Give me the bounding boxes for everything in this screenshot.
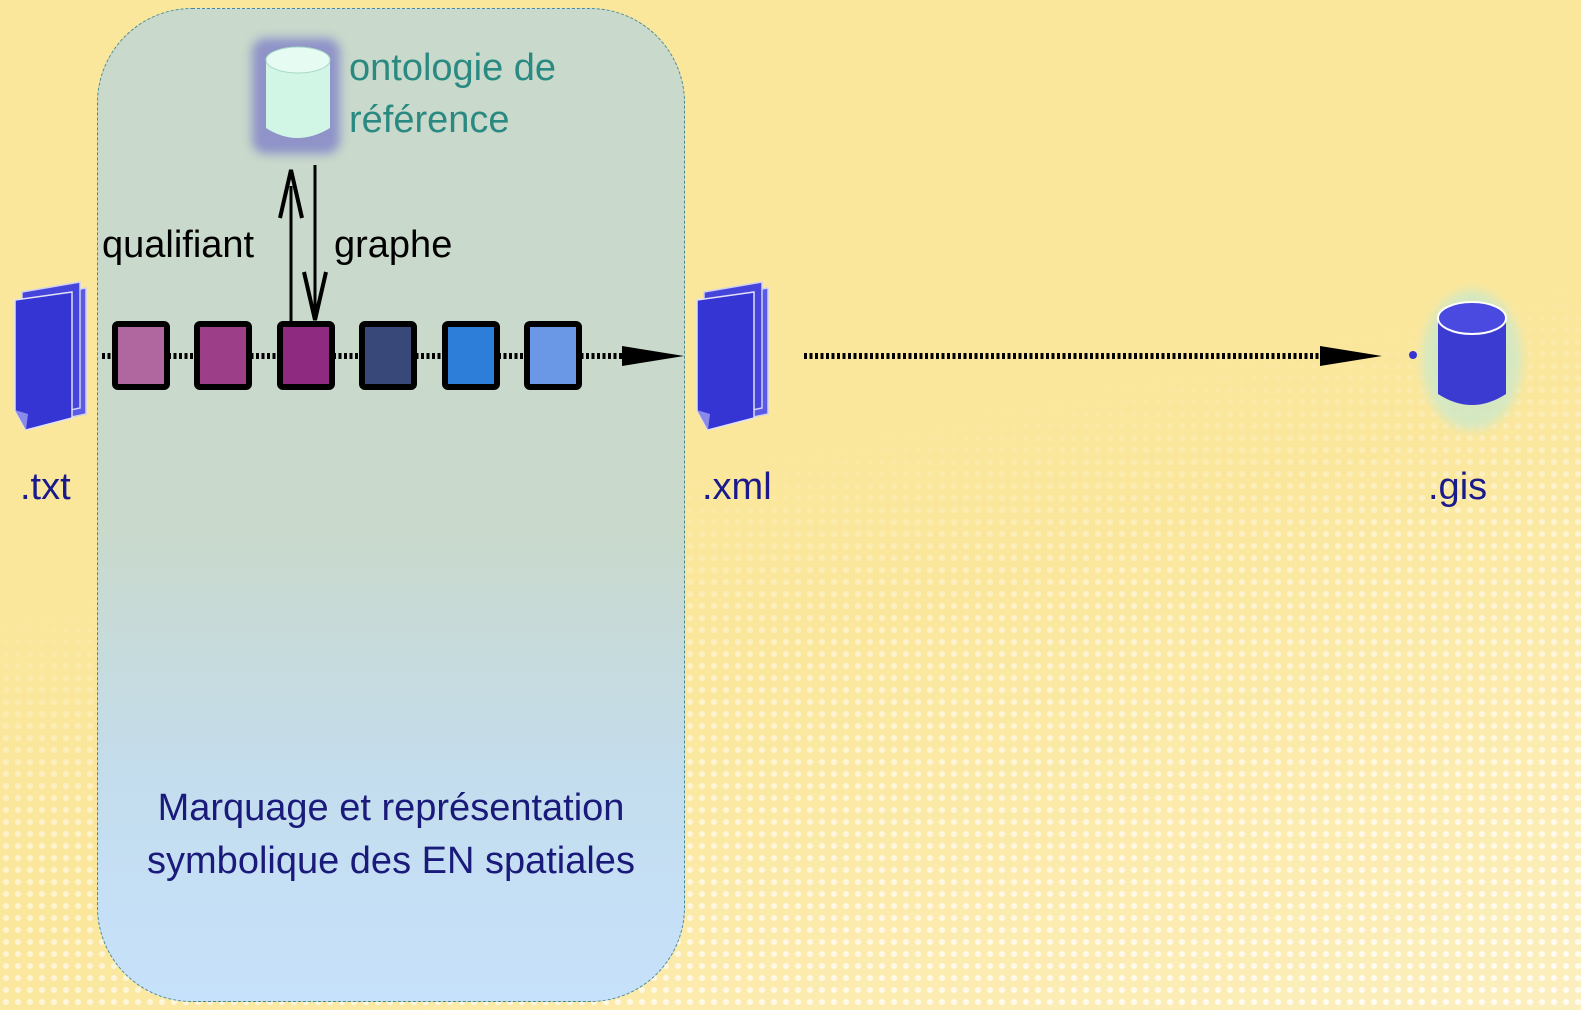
gis-database-icon: [1409, 290, 1522, 430]
txt-document-icon: [14, 281, 87, 431]
pipeline-arrow-2: [804, 346, 1382, 366]
panel-caption-line-2: symbolique des EN spatiales: [147, 840, 635, 882]
txt-label: .txt: [20, 466, 71, 508]
graphe-label: graphe: [334, 224, 453, 266]
ontology-label-line-2: référence: [349, 99, 510, 141]
stage-box-4: [359, 321, 417, 390]
stage-box-1: [112, 321, 170, 390]
xml-document-icon: [696, 281, 769, 431]
xml-label: .xml: [702, 466, 772, 508]
pipeline-stages: [112, 321, 582, 390]
qualifiant-arrow: [278, 169, 304, 322]
gis-label: .gis: [1428, 466, 1488, 508]
stage-box-5: [442, 321, 500, 390]
stage-box-3: [277, 321, 335, 390]
processing-panel: [97, 8, 685, 1002]
graphe-arrow: [302, 165, 328, 321]
ontology-database-icon: [252, 38, 340, 154]
panel-caption-line-1: Marquage et représentation: [157, 787, 625, 829]
stage-box-6: [524, 321, 582, 390]
ontology-label-line-1: ontologie de: [349, 47, 557, 89]
ontology-label: ontologie de référence: [349, 42, 556, 146]
panel-caption: Marquage et représentation symbolique de…: [97, 782, 685, 888]
qualifiant-label: qualifiant: [102, 224, 255, 266]
stage-box-2: [194, 321, 252, 390]
